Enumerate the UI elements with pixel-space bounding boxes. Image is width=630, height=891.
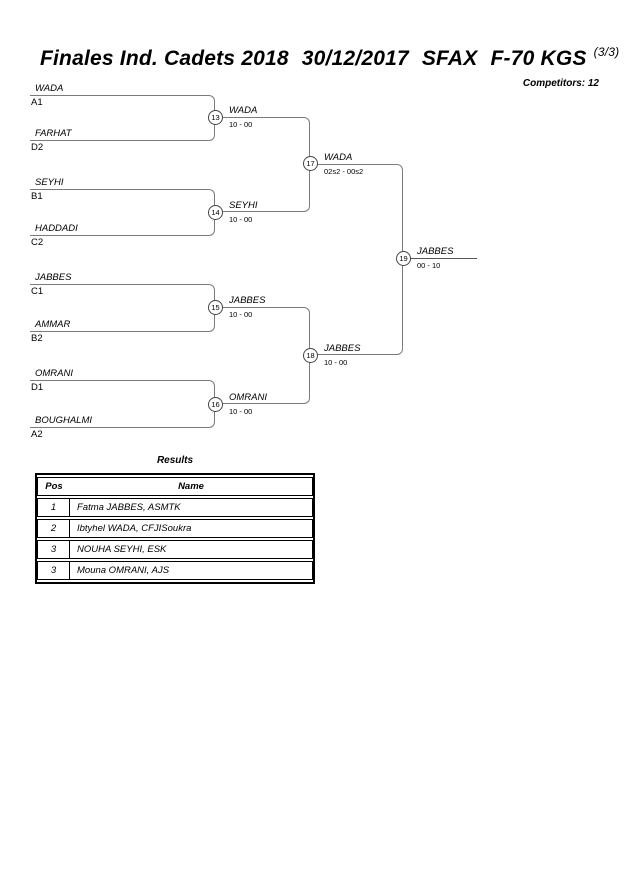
champion-line bbox=[403, 258, 477, 259]
result-pos: 3 bbox=[37, 561, 70, 580]
match-number-badge: 13 bbox=[208, 110, 223, 125]
match-number-badge: 18 bbox=[303, 348, 318, 363]
title-location: SFAX bbox=[421, 47, 478, 70]
match-winner-name: JABBES bbox=[417, 246, 454, 257]
bracket-entry: FARHAT D2 bbox=[30, 128, 215, 153]
result-pos: 2 bbox=[37, 519, 70, 538]
results-row: 2 Ibtyhel WADA, CFJISoukra bbox=[37, 519, 313, 538]
result-pos: 3 bbox=[37, 540, 70, 559]
match-winner-name: JABBES bbox=[324, 343, 361, 354]
bracket-entry: JABBES C1 bbox=[30, 272, 215, 297]
match-result: WADA 02s2 - 00s2 bbox=[324, 152, 363, 176]
bracket-entry: WADA A1 bbox=[30, 83, 215, 108]
competitor-name: JABBES bbox=[35, 272, 72, 283]
match-winner-name: WADA bbox=[229, 105, 258, 116]
title-date: 30/12/2017 bbox=[301, 47, 409, 70]
match-score: 02s2 - 00s2 bbox=[324, 167, 364, 176]
results-header-pos: Pos bbox=[37, 477, 70, 496]
results-header-name: Name bbox=[70, 477, 313, 496]
match-winner-name: JABBES bbox=[229, 295, 266, 306]
semifinal-connector-2 bbox=[215, 307, 310, 404]
competitor-name: WADA bbox=[35, 83, 64, 94]
results-row: 1 Fatma JABBES, ASMTK bbox=[37, 498, 313, 517]
title-event: Finales Ind. Cadets 2018 bbox=[40, 47, 289, 70]
competitor-name: AMMAR bbox=[35, 319, 71, 330]
competitor-seed: C1 bbox=[31, 286, 44, 297]
competitor-seed: D1 bbox=[31, 382, 44, 393]
competitor-name: SEYHI bbox=[35, 177, 64, 188]
competitor-seed: A1 bbox=[31, 97, 43, 108]
match-winner-name: WADA bbox=[324, 152, 353, 163]
match-score: 10 - 00 bbox=[229, 310, 253, 319]
match-score: 10 - 00 bbox=[229, 120, 253, 129]
match-score: 10 - 00 bbox=[229, 215, 253, 224]
bracket-entry: AMMAR B2 bbox=[30, 319, 215, 344]
match-result: SEYHI 10 - 00 bbox=[229, 200, 258, 224]
results-table: Pos Name 1 Fatma JABBES, ASMTK 2 Ibtyhel… bbox=[35, 473, 315, 584]
competitor-seed: B1 bbox=[31, 191, 43, 202]
match-winner-name: SEYHI bbox=[229, 200, 258, 211]
results-row: 3 Mouna OMRANI, AJS bbox=[37, 561, 313, 580]
competitor-seed: C2 bbox=[31, 237, 44, 248]
result-pos: 1 bbox=[37, 498, 70, 517]
final-connector bbox=[310, 164, 403, 355]
match-number-badge: 16 bbox=[208, 397, 223, 412]
match-result: OMRANI 10 - 00 bbox=[229, 392, 267, 416]
results-title: Results bbox=[156, 455, 194, 466]
match-number-badge: 19 bbox=[396, 251, 411, 266]
bracket-entry: OMRANI D1 bbox=[30, 368, 215, 393]
page-title: Finales Ind. Cadets 2018 30/12/2017 SFAX F-… bbox=[40, 45, 619, 71]
competitor-seed: A2 bbox=[31, 429, 43, 440]
title-sheet-indicator: (3/3) bbox=[593, 45, 620, 59]
results-header-row: Pos Name bbox=[37, 477, 313, 496]
match-score: 10 - 00 bbox=[324, 358, 348, 367]
match-result: JABBES 10 - 00 bbox=[324, 343, 360, 367]
match-number-badge: 15 bbox=[208, 300, 223, 315]
competitors-count: Competitors: 12 bbox=[522, 78, 599, 89]
match-result: WADA 10 - 00 bbox=[229, 105, 257, 129]
competitor-seed: D2 bbox=[31, 142, 44, 153]
bracket-entry: HADDADI C2 bbox=[30, 223, 215, 248]
match-number-badge: 14 bbox=[208, 205, 223, 220]
results-row: 3 NOUHA SEYHI, ESK bbox=[37, 540, 313, 559]
competitor-name: OMRANI bbox=[35, 368, 73, 379]
match-result: JABBES 10 - 00 bbox=[229, 295, 265, 319]
competitor-name: HADDADI bbox=[35, 223, 78, 234]
competitor-name: FARHAT bbox=[35, 128, 72, 139]
competitor-seed: B2 bbox=[31, 333, 43, 344]
result-name: Mouna OMRANI, AJS bbox=[70, 561, 313, 580]
result-name: Fatma JABBES, ASMTK bbox=[70, 498, 313, 517]
bracket-entry: BOUGHALMI A2 bbox=[30, 415, 215, 440]
match-score: 00 - 10 bbox=[417, 261, 441, 270]
result-name: NOUHA SEYHI, ESK bbox=[70, 540, 313, 559]
title-category: F-70 KGS bbox=[490, 47, 587, 70]
match-number-badge: 17 bbox=[303, 156, 318, 171]
match-score: 10 - 00 bbox=[229, 407, 253, 416]
match-result: JABBES 00 - 10 bbox=[417, 246, 453, 270]
semifinal-connector-1 bbox=[215, 117, 310, 212]
match-winner-name: OMRANI bbox=[229, 392, 267, 403]
bracket-entry: SEYHI B1 bbox=[30, 177, 215, 202]
competitor-name: BOUGHALMI bbox=[35, 415, 93, 426]
result-name: Ibtyhel WADA, CFJISoukra bbox=[70, 519, 313, 538]
